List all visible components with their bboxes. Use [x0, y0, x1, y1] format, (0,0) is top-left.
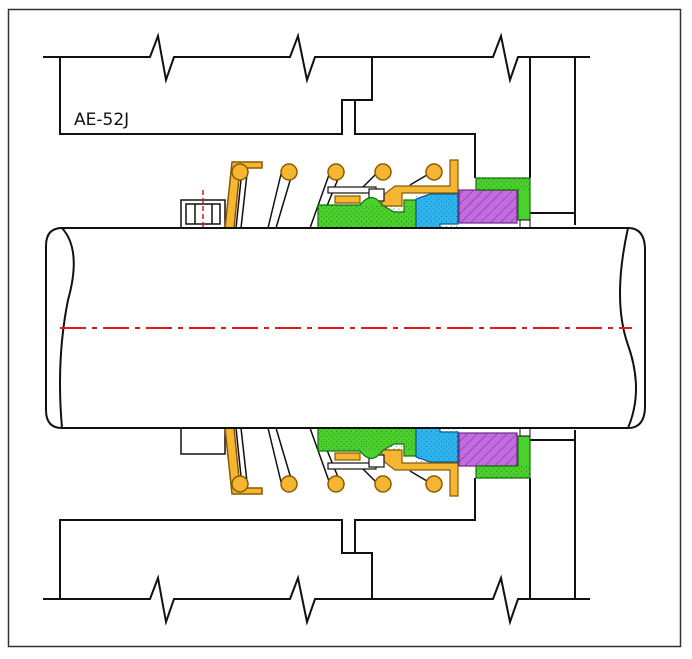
housing-bottom: [43, 430, 590, 626]
model-label: AE-52J: [74, 110, 129, 130]
frame-border: [7, 8, 682, 648]
housing-top: [43, 32, 590, 225]
set-screw-icon: [180, 190, 226, 229]
shaft: [45, 227, 646, 429]
seal-assembly-bottom: [180, 427, 531, 497]
spring-coils: [231, 163, 443, 181]
spring-coil-icon: [235, 169, 433, 229]
seal-assembly-top: [180, 159, 531, 229]
